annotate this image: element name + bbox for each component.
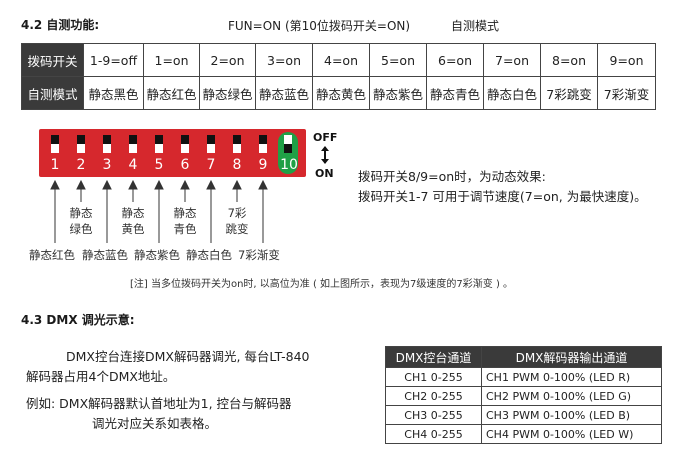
table-row: 自测模式 静态黑色 静态红色 静态绿色 静态蓝色 静态黄色 静态紫色 静态青色 … — [21, 76, 656, 110]
table-cell: 拨码开关 — [21, 43, 84, 77]
table-cell: 7彩跳变 — [540, 76, 598, 110]
table-cell: 自测模式 — [21, 76, 84, 110]
dip-switch-3 — [101, 135, 113, 153]
table-cell: 3=on — [255, 43, 313, 77]
dip-switch-10 — [282, 135, 294, 153]
table-cell: 1=on — [143, 43, 200, 77]
table-cell: 8=on — [540, 43, 598, 77]
table-cell: 7彩渐变 — [597, 76, 656, 110]
arrow-lines — [50, 180, 268, 243]
label-static-blue: 静态蓝色 — [82, 248, 128, 262]
label-line: 绿色 — [69, 222, 93, 236]
label-line: 7彩 — [227, 206, 247, 220]
dip-number: 8 — [232, 157, 242, 173]
label-line: 跳变 — [225, 222, 249, 236]
table-cell: 静态绿色 — [199, 76, 256, 110]
table-cell: 5=on — [369, 43, 427, 77]
dip-switch-5 — [153, 135, 165, 153]
dip-switch-table: 拨码开关 1-9=off 1=on 2=on 3=on 4=on 5=on 6=… — [21, 43, 656, 110]
table-cell: CH1 PWM 0-100% (LED R) — [481, 367, 662, 387]
label-7color-fade: 7彩渐变 — [238, 248, 280, 262]
label-static-white: 静态白色 — [186, 248, 232, 262]
label-static-green: 静态 绿色 — [66, 205, 96, 237]
dip-switch-8 — [231, 135, 243, 153]
label-line: 静态 — [69, 206, 93, 220]
dip-number: 7 — [206, 157, 216, 173]
label-static-purple: 静态紫色 — [134, 248, 180, 262]
table-cell: CH4 PWM 0-100% (LED W) — [481, 424, 662, 444]
dip-note-line1: 拨码开关8/9=on时，为动态效果: — [358, 169, 546, 184]
table-cell: 静态蓝色 — [255, 76, 313, 110]
table-cell: 静态青色 — [426, 76, 484, 110]
label-line: 静态 — [121, 206, 145, 220]
self-test-mode-label: 自测模式 — [451, 19, 500, 33]
dip-number: 6 — [180, 157, 190, 173]
table-cell: 9=on — [597, 43, 656, 77]
dip-number: 5 — [154, 157, 164, 173]
table-row: CH1 0-255 CH1 PWM 0-100% (LED R) — [385, 367, 662, 387]
fun-condition: FUN=ON (第10位拨码开关=ON) — [228, 19, 411, 33]
footnote: [注] 当多位拨码开关为on时, 以高位为准 ( 如上图所示，表现为7级速度的7… — [130, 279, 514, 290]
dip-number: 4 — [128, 157, 138, 173]
dip-number: 1 — [50, 157, 60, 173]
dip-number: 3 — [102, 157, 112, 173]
dip-switch-1 — [49, 135, 61, 153]
label-static-cyan: 静态 青色 — [170, 205, 200, 237]
dip-switch-6 — [179, 135, 191, 153]
paragraph-2-line1: 例如: DMX解码器默认首地址为1, 控台与解码器 — [26, 396, 292, 411]
table-cell: 静态红色 — [143, 76, 200, 110]
table-cell: 静态黑色 — [83, 76, 144, 110]
section-42-title: 4.2 自测功能: — [21, 18, 100, 32]
on-label: ON — [315, 167, 334, 180]
dip-switch-7 — [205, 135, 217, 153]
label-7color-jump: 7彩 跳变 — [222, 205, 252, 237]
table-cell: CH1 0-255 — [385, 367, 482, 387]
table-header-row: DMX控台通道 DMX解码器输出通道 — [385, 346, 662, 368]
table-cell: 静态黄色 — [312, 76, 370, 110]
table-cell: 静态白色 — [483, 76, 541, 110]
dip-number: 2 — [76, 157, 86, 173]
table-cell: CH4 0-255 — [385, 424, 482, 444]
table-cell: 4=on — [312, 43, 370, 77]
dip-number: 9 — [258, 157, 268, 173]
label-static-yellow: 静态 黄色 — [118, 205, 148, 237]
paragraph-2-line2: 调光对应关系如表格。 — [92, 416, 218, 431]
table-row: 拨码开关 1-9=off 1=on 2=on 3=on 4=on 5=on 6=… — [21, 43, 656, 77]
label-line: 黄色 — [121, 222, 145, 236]
section-43-title: 4.3 DMX 调光示意: — [21, 313, 135, 327]
table-row: CH3 0-255 CH3 PWM 0-100% (LED B) — [385, 405, 662, 425]
off-label: OFF — [313, 131, 338, 144]
table-header-cell: DMX控台通道 — [385, 346, 482, 368]
table-cell: 静态紫色 — [369, 76, 427, 110]
table-cell: CH2 0-255 — [385, 386, 482, 406]
table-cell: 2=on — [199, 43, 256, 77]
dip-number: 10 — [280, 157, 298, 173]
table-row: CH2 0-255 CH2 PWM 0-100% (LED G) — [385, 386, 662, 406]
dmx-channel-table: DMX控台通道 DMX解码器输出通道 CH1 0-255 CH1 PWM 0-1… — [385, 346, 662, 444]
dip-note-line2: 拨码开关1-7 可用于调节速度(7=on, 为最快速度)。 — [358, 189, 647, 204]
table-cell: CH2 PWM 0-100% (LED G) — [481, 386, 662, 406]
table-header-cell: DMX解码器输出通道 — [481, 346, 662, 368]
label-static-red: 静态红色 — [29, 248, 75, 262]
paragraph-1-line1: DMX控台连接DMX解码器调光, 每台LT-840 — [66, 349, 310, 364]
label-line: 静态 — [173, 206, 197, 220]
table-cell: 7=on — [483, 43, 541, 77]
label-line: 青色 — [173, 222, 197, 236]
dip-switch-4 — [127, 135, 139, 153]
table-row: CH4 0-255 CH4 PWM 0-100% (LED W) — [385, 424, 662, 444]
table-cell: 6=on — [426, 43, 484, 77]
table-cell: CH3 PWM 0-100% (LED B) — [481, 405, 662, 425]
dip-switch-diagram: 1 2 3 4 5 6 7 8 9 10 — [39, 129, 306, 177]
up-down-arrow-icon — [321, 146, 329, 164]
dip-switch-9 — [257, 135, 269, 153]
dip-switch-2 — [75, 135, 87, 153]
table-cell: CH3 0-255 — [385, 405, 482, 425]
table-cell: 1-9=off — [83, 43, 144, 77]
paragraph-1-line2: 解码器占用4个DMX地址。 — [26, 369, 176, 384]
